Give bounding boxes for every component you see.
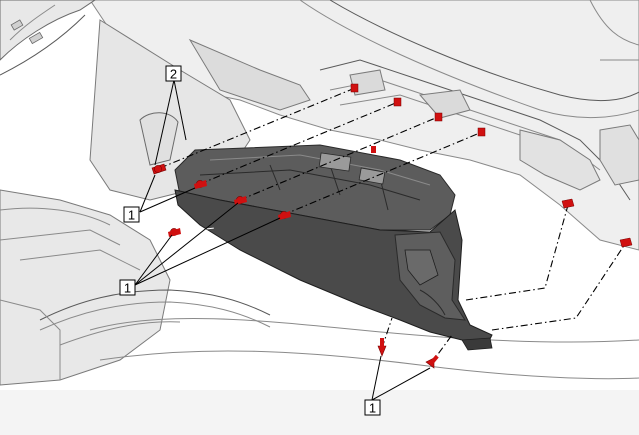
screw-side-left <box>168 228 181 237</box>
guide-line-4 <box>282 131 483 216</box>
callout-1-middle: 1 <box>119 279 136 296</box>
leader-lines <box>134 79 431 401</box>
guide-line-3 <box>239 116 439 201</box>
fasteners <box>151 83 633 369</box>
clip-dash-5 <box>371 146 376 153</box>
screw-upper-3 <box>234 196 247 205</box>
dashboard-background <box>89 0 639 251</box>
floor-and-console <box>0 112 639 435</box>
clip-dash-3 <box>434 112 443 122</box>
clip-dash-2 <box>393 97 402 107</box>
steering-wheel <box>0 0 96 76</box>
glovebox-assembly <box>174 144 493 351</box>
clip-right-upper <box>561 198 575 209</box>
callout-1-bottom-label: 1 <box>369 401 376 416</box>
screw-bottom-2 <box>425 354 439 369</box>
callout-2-label: 2 <box>170 67 177 82</box>
screw-bottom-1 <box>377 338 387 357</box>
clip-dash-4 <box>477 127 486 137</box>
callout-1-upper-label: 1 <box>128 208 135 223</box>
guide-line-1 <box>159 87 356 169</box>
screw-upper-1 <box>151 163 167 175</box>
clip-right-lower <box>619 237 633 248</box>
callout-1-upper: 1 <box>123 206 140 223</box>
screw-upper-4 <box>278 211 291 220</box>
guide-line-9 <box>177 227 216 233</box>
clip-dash-1 <box>350 83 359 93</box>
guide-line-6 <box>491 243 626 331</box>
callout-2: 2 <box>165 65 182 82</box>
guide-line-2 <box>199 101 399 185</box>
callout-1-middle-label: 1 <box>124 281 131 296</box>
guide-line-5 <box>465 204 569 301</box>
callout-1-bottom: 1 <box>364 399 381 416</box>
screw-upper-2 <box>194 180 207 189</box>
